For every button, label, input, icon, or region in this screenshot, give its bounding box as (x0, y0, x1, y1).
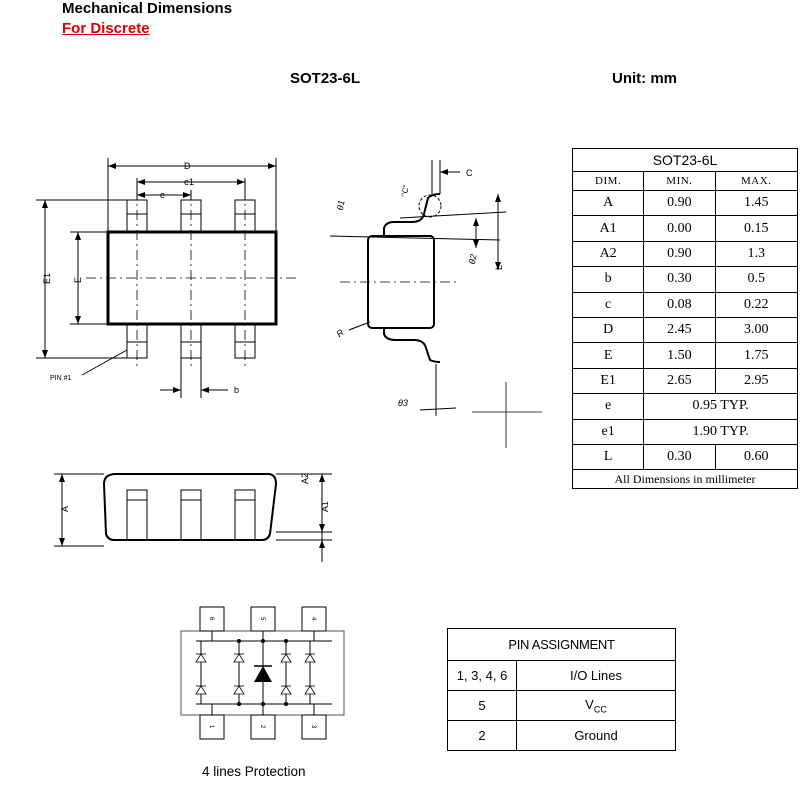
max-cell: 3.00 (714, 316, 798, 344)
header-min: MIN. (643, 171, 716, 191)
dim-cell: A1 (571, 215, 645, 242)
max-cell: 1.45 (714, 189, 798, 217)
label-C-quoted: "C" (400, 184, 411, 197)
dim-cell: e1 (571, 418, 645, 445)
header-dim: DIM. (571, 171, 645, 191)
label-b: b (234, 385, 239, 395)
lead-front-1 (126, 489, 148, 541)
lead-upper (383, 193, 441, 236)
pin-label-3: 3 (310, 725, 316, 729)
pin-label-2: 2 (259, 725, 265, 729)
max-cell: 0.5 (714, 266, 798, 293)
pins-cell: 5 (447, 690, 517, 721)
page-title: Mechanical Dimensions (62, 0, 233, 17)
label-E1: E1 (42, 273, 52, 284)
max-cell: 0.60 (714, 443, 798, 471)
lead-front-2 (180, 489, 202, 541)
function-cell: I/O Lines (516, 660, 676, 691)
min-cell: 1.50 (643, 342, 716, 369)
label-theta2: θ2 (467, 253, 479, 264)
dim-cell: e (571, 393, 645, 420)
max-cell: 0.15 (714, 215, 798, 242)
min-cell: 0.30 (643, 266, 716, 293)
header-max: MAX. (714, 171, 798, 191)
label-A1: A1 (320, 501, 330, 512)
dim-cell: E (571, 342, 645, 369)
label-E: E (73, 277, 83, 283)
max-cell: 2.95 (714, 367, 798, 395)
function-cell: Ground (516, 720, 676, 751)
dim-cell: c (571, 291, 645, 318)
function-cell: VCC (516, 690, 676, 721)
pins-cell: 2 (447, 720, 517, 751)
vcc-main: V (585, 696, 594, 712)
label-theta3: θ3 (398, 398, 408, 408)
dim-cell: L (571, 443, 645, 471)
min-cell: 0.90 (643, 240, 716, 268)
dim-cell: b (571, 266, 645, 293)
package-body-front (102, 473, 278, 541)
typ-cell: 0.95 TYP. (643, 393, 798, 420)
dimension-table-footer: All Dimensions in millimeter (572, 469, 798, 490)
max-cell: 0.22 (714, 291, 798, 318)
zener-diode-icon (254, 666, 272, 682)
min-cell: 0.30 (643, 443, 716, 471)
label-e: e (160, 190, 165, 200)
typ-cell: 1.90 TYP. (643, 418, 798, 445)
dimension-table-title: SOT23-6L (572, 148, 798, 172)
page-subtitle-link[interactable]: For Discrete (62, 20, 150, 37)
label-C: C (466, 168, 473, 178)
lead-lower (383, 328, 441, 363)
label-e1: e1 (184, 177, 194, 187)
label-A: A (60, 506, 70, 512)
vcc-subscript: CC (593, 704, 607, 715)
label-L: L (494, 265, 504, 270)
pin-label-4: 4 (310, 617, 316, 621)
unit-label: Unit: mm (612, 70, 677, 87)
pins-cell: 1, 3, 4, 6 (447, 660, 517, 691)
dim-cell: D (571, 316, 645, 344)
label-A2: A2 (300, 473, 310, 484)
max-cell: 1.75 (714, 342, 798, 369)
package-name: SOT23-6L (290, 70, 361, 87)
min-cell: 0.90 (643, 189, 716, 217)
label-theta1: θ1 (335, 199, 347, 210)
dim-cell: E1 (571, 367, 645, 395)
min-cell: 2.65 (643, 367, 716, 395)
lead-front-3 (234, 489, 256, 541)
label-pin1: PIN #1 (50, 375, 72, 382)
pin-table-title: PIN ASSIGNMENT (447, 628, 676, 661)
label-D: D (184, 161, 191, 171)
pin-label-6: 6 (208, 617, 214, 621)
max-cell: 1.3 (714, 240, 798, 268)
schematic-caption: 4 lines Protection (202, 764, 306, 779)
dim-cell: A2 (571, 240, 645, 268)
label-R: R (334, 327, 346, 339)
min-cell: 0.00 (643, 215, 716, 242)
pin-label-5: 5 (259, 617, 265, 621)
pin-label-1: 1 (208, 725, 214, 729)
min-cell: 2.45 (643, 316, 716, 344)
min-cell: 0.08 (643, 291, 716, 318)
dim-cell: A (571, 189, 645, 217)
